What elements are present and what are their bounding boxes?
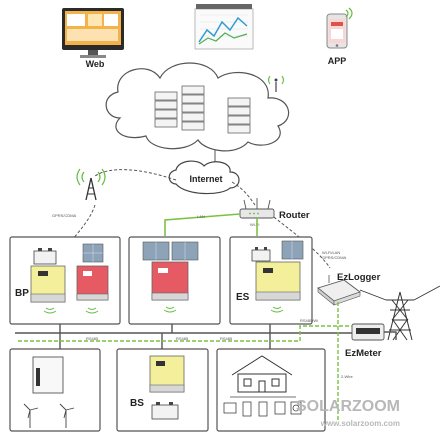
battery-icon-2 (251, 247, 271, 262)
rs485-label-2: RS485 (176, 336, 189, 341)
router-icon (239, 198, 275, 219)
battery-icon (33, 248, 57, 265)
router-label: Router (279, 210, 310, 221)
internet-cloud-icon (168, 160, 240, 195)
cell-tower-icon (76, 168, 106, 201)
ezmeter-device-icon (351, 323, 385, 341)
red-inverter-icon (76, 265, 109, 301)
yellow-inverter-icon-3 (149, 355, 185, 393)
web-monitor-icon (62, 8, 124, 58)
solar-panel-icon-3 (281, 240, 304, 260)
household-appliances-icon (223, 396, 302, 417)
internet-to-router-link (231, 181, 256, 206)
ezlogger-device-icon (317, 275, 361, 306)
ezlogger-label: EzLogger (337, 272, 381, 283)
watermark-brand: SOLARZOOM (296, 398, 400, 415)
bp-label: BP (15, 288, 29, 299)
ezmeter-label: EzMeter (345, 348, 382, 359)
rs485-label-3: RS485 (220, 336, 233, 341)
internet-to-tower-link (94, 169, 177, 181)
rs485-meter-label: RS485/Wi (300, 318, 318, 323)
chart-report-icon (194, 4, 254, 50)
house-icon (231, 355, 293, 393)
rs485-label-1: RS485 (86, 336, 99, 341)
wifi-lan-link-label: Wi-Fi/LAN (322, 250, 340, 255)
wifi-signal-icon-2 (163, 306, 177, 313)
mobile-phone-icon (326, 7, 353, 49)
watermark-url: www.solarzoom.com (320, 419, 400, 428)
internet-label: Internet (189, 174, 222, 184)
es-label: ES (236, 292, 250, 303)
wifi-signal-icon-3 (270, 306, 284, 313)
yellow-inverter-icon (30, 265, 66, 303)
wireless-antenna-icon (267, 75, 285, 92)
rs485-bus (15, 324, 397, 349)
battery-icon-3 (151, 402, 179, 420)
yellow-inverter-icon-2 (255, 261, 301, 301)
gprs-link-label: GPRS/CDMA (52, 213, 77, 218)
lan-link-label: LAN (197, 214, 205, 219)
web-label: Web (86, 59, 105, 69)
gprs-cdma-link-label: GPRS/CDMA (322, 255, 347, 260)
wifi-signal-icon (43, 307, 99, 314)
white-inverter-icon (32, 356, 64, 394)
app-label: APP (328, 56, 347, 66)
solar-panel-icon (82, 243, 104, 263)
red-inverter-icon-2 (151, 261, 189, 301)
tower-to-bp-link (67, 204, 96, 246)
wind-turbine-icon (23, 403, 75, 428)
lan-green-link (164, 213, 258, 236)
cloud-icon (105, 62, 290, 152)
meter-cable-label: 2-Wire (341, 374, 354, 379)
rs485-green-bus (18, 302, 352, 420)
bs-label: BS (130, 398, 144, 409)
solar-panels-icon (142, 241, 199, 261)
wifi-link-label: Wi-Fi (250, 222, 259, 227)
